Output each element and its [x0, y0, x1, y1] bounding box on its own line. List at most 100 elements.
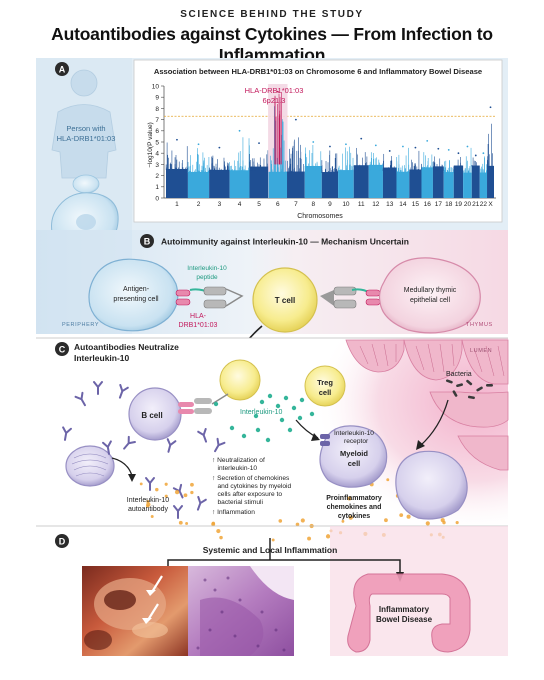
chromosome-label: 15 [412, 201, 420, 208]
antibody-group [62, 381, 226, 519]
autoantibody [102, 440, 112, 455]
y-tick-label: 1 [155, 184, 159, 191]
thymic-label-line1: Medullary thymic [404, 287, 457, 294]
cytokine-molecule [211, 522, 216, 527]
chromosome-band [249, 166, 269, 198]
cytokine-molecule [164, 494, 168, 498]
panel-d-letter: D [59, 537, 66, 547]
cytokine-molecule [384, 518, 388, 523]
panel-b-letter: B [144, 237, 151, 247]
il10-molecule [259, 399, 265, 405]
person-label-line2: HLA-DRB1*01:03 [57, 134, 116, 143]
autoantibody [197, 427, 208, 443]
t-cell-label: T cell [275, 296, 295, 305]
chromosome-band [338, 170, 354, 198]
effect-3: and cytokines by myeloid [212, 483, 291, 490]
cytokine-molecule [139, 482, 143, 486]
chromosome-band [443, 172, 454, 198]
histology-image [188, 566, 294, 656]
chromosome-max-point [482, 152, 485, 155]
periphery-label: PERIPHERY [62, 322, 99, 328]
chromosome-label: 14 [399, 201, 407, 208]
hla-label-line2: DRB1*01:03 [179, 322, 218, 329]
chromosome-label: 13 [386, 201, 394, 208]
proinflam-label-line3: cytokines [338, 513, 370, 520]
il10-label: Interleukin-10 [240, 409, 283, 416]
t-cell [252, 267, 318, 333]
hla-label-line1: HLA- [190, 313, 207, 320]
chromosome-max-point [414, 146, 417, 149]
chromosome-label: 17 [435, 201, 443, 208]
chromosome-max-point [294, 118, 297, 121]
il10-molecule [253, 413, 259, 419]
chart-ylabel: −log10(P value) [147, 122, 154, 168]
chromosome-max-point [312, 141, 315, 143]
panel-c-letter: C [59, 345, 66, 355]
chromosome-label: 16 [424, 201, 432, 208]
bt-contact-complex [178, 393, 229, 414]
il10-molecule [265, 437, 271, 443]
chromosome-band [396, 171, 410, 198]
hla-complex-right [320, 286, 381, 309]
chromosome-label: 7 [294, 201, 298, 208]
chromosome-band [453, 165, 464, 198]
cytokine-molecule [190, 482, 194, 487]
cytokine-molecule [219, 535, 223, 540]
chromosome-band [463, 172, 472, 198]
y-tick-label: 3 [155, 162, 159, 169]
proinflam-label-line2: chemokines and [327, 504, 382, 511]
peak-label-line1: HLA-DRB1*01:03 [245, 86, 304, 95]
chromosome-max-point [437, 147, 440, 150]
chromosome-label: 12 [372, 201, 380, 208]
chromosome-band [304, 165, 322, 198]
bacteria-group [445, 379, 493, 400]
chromosome-band [382, 167, 397, 198]
receptor-label-line2: receptor [344, 438, 369, 445]
cytokine-molecule [190, 490, 194, 495]
y-tick-label: 5 [155, 139, 159, 146]
effect-1: interleukin-10 [212, 465, 257, 472]
peptide-label-line2: peptide [196, 274, 218, 281]
y-tick-label: 4 [155, 151, 159, 158]
plasma-cell-er [71, 453, 109, 477]
il10-molecule [255, 427, 261, 433]
cytokine-molecule [271, 538, 275, 542]
chromosome-band [166, 168, 188, 198]
il10-molecule [279, 417, 285, 423]
autoantibody [62, 426, 72, 441]
chromosome-max-point [457, 152, 460, 155]
chromosome-band [187, 171, 210, 198]
chromosome-label: 11 [358, 201, 365, 208]
header-kicker: SCIENCE BEHIND THE STUDY [180, 9, 364, 20]
peptide-label-line1: Interleukin-10 [187, 265, 227, 272]
autoantibody [145, 477, 155, 491]
chromosome-label: 3 [218, 201, 222, 208]
treg-label-line1: Treg [317, 378, 333, 387]
apc-label-line2: presenting cell [113, 296, 159, 303]
tissue-macrophage [395, 450, 468, 520]
colon-illustration [347, 573, 471, 653]
bacteria-arrowhead [416, 440, 425, 450]
cytokine-molecule [440, 518, 445, 523]
bacteria-label: Bacteria [446, 371, 472, 378]
il10-molecule [213, 401, 219, 407]
effect-0: ↑ Neutralization of [212, 457, 265, 464]
chromosome-label: 9 [328, 201, 332, 208]
chromosome-band [209, 169, 230, 198]
autoantibody [214, 437, 226, 453]
chromosome-label: 2 [197, 201, 201, 208]
chromosome-max-point [218, 146, 221, 149]
effects-list: ↑ Neutralization of interleukin-10 ↑ Sec… [212, 457, 291, 516]
ibd-label-line1: Inflammatory [379, 605, 430, 614]
chromosome-label: 8 [311, 201, 315, 208]
y-tick-label: 9 [155, 95, 159, 102]
chromosome-band [368, 164, 383, 198]
cytokine-molecule [164, 482, 168, 486]
chart-title: Association between HLA-DRB1*01:03 on Ch… [154, 67, 482, 76]
cytokine-molecule [146, 502, 151, 507]
chromosome-max-point [426, 139, 429, 142]
cytokine-molecule [216, 528, 221, 534]
cytokine-molecule [325, 534, 331, 539]
autoantibody [166, 438, 177, 453]
